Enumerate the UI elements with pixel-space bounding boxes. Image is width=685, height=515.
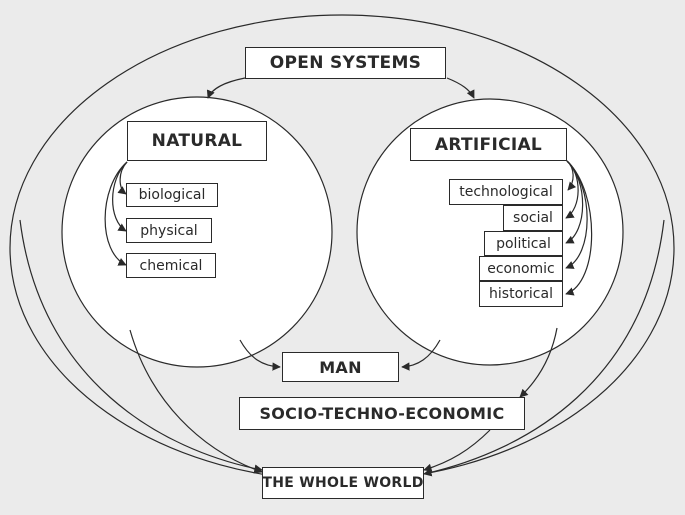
artificial-item-technological: technological (449, 179, 563, 205)
whole-world-box: THE WHOLE WORLD (262, 467, 424, 499)
artificial-item-social: social (503, 205, 563, 231)
natural-item-physical: physical (126, 218, 212, 243)
arrow-natural-to-world (129, 329, 263, 474)
artificial-item-economic: economic (479, 256, 563, 281)
open-systems-box: OPEN SYSTEMS (245, 47, 446, 79)
arrow-natural-chemical (104, 161, 128, 266)
man-box: MAN (282, 352, 399, 382)
socio-techno-economic-box: SOCIO-TECHNO-ECONOMIC (239, 397, 525, 430)
arrow-open-to-natural (206, 77, 246, 99)
arrow-natural-to-man (239, 339, 281, 371)
arrow-artificial-historical (565, 160, 593, 296)
artificial-box: ARTIFICIAL (410, 128, 567, 161)
natural-box: NATURAL (127, 121, 267, 161)
arrow-artificial-to-socio (519, 327, 558, 398)
artificial-item-historical: historical (479, 281, 563, 307)
arrow-socio-to-world (423, 429, 491, 472)
arrow-open-to-artificial (446, 77, 475, 99)
artificial-item-political: political (484, 231, 563, 256)
arrow-outer-to-world (19, 219, 263, 473)
natural-item-biological: biological (126, 183, 218, 207)
arrow-outer-right-to-world (423, 219, 665, 477)
arrow-artificial-to-man (401, 339, 441, 371)
natural-item-chemical: chemical (126, 253, 216, 278)
